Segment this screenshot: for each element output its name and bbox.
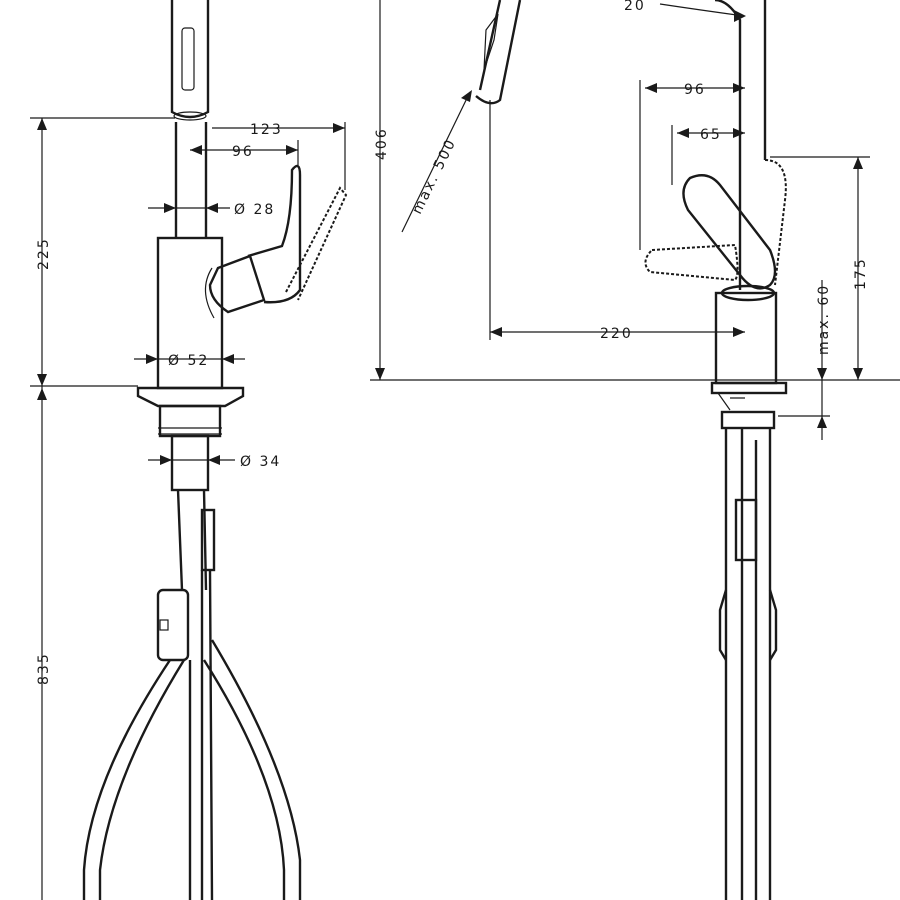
- dim-96-side: 96: [684, 82, 706, 98]
- dim-max-60: max. 60: [816, 284, 832, 355]
- dim-96: 96: [232, 144, 254, 160]
- dim-406: 406: [374, 127, 390, 160]
- hose-connector: [200, 508, 216, 572]
- side-dimensions: 406 20 max. 500 96 65 220 175 max. 60: [370, 0, 900, 440]
- spout-arc: [714, 0, 767, 290]
- dim-225: 225: [36, 237, 52, 270]
- front-dimensions: 225 835 123 96 Ø 28 Ø 52 Ø 34: [30, 117, 346, 900]
- dim-175: 175: [853, 257, 869, 290]
- supply-hoses: [176, 489, 208, 591]
- dim-20: 20: [624, 0, 646, 14]
- side-nut: [720, 410, 776, 430]
- dim-65: 65: [700, 127, 722, 143]
- spray-head: [170, 0, 210, 119]
- shank: [170, 434, 210, 492]
- side-base-plate: [710, 381, 788, 395]
- dim-835: 835: [36, 652, 52, 685]
- hose-weight: [156, 588, 190, 662]
- base-plate: [136, 386, 245, 408]
- dim-max-500: max. 500: [409, 136, 459, 217]
- dim-123: 123: [250, 122, 283, 138]
- handle-base: [208, 254, 266, 314]
- front-view: [82, 0, 348, 900]
- spray-nozzle: [173, 111, 207, 121]
- dim-220: 220: [600, 326, 633, 342]
- dim-diameter-52: Ø 52: [168, 353, 209, 369]
- hose-loop-right: [202, 639, 302, 900]
- spout-tube: [174, 122, 208, 238]
- mounting-nut: [158, 404, 222, 438]
- dim-diameter-28: Ø 28: [234, 202, 275, 218]
- handle-lever: [247, 164, 302, 304]
- side-handle-open-outline: [644, 159, 787, 286]
- side-connector: [734, 498, 758, 562]
- side-shank-hoses: [724, 428, 772, 900]
- side-view: [475, 0, 788, 900]
- spray-slot: [181, 27, 195, 91]
- handle-open-outline: [285, 186, 348, 301]
- side-handle: [682, 174, 777, 290]
- hose-loop-left: [82, 659, 186, 900]
- dim-diameter-34: Ø 34: [240, 454, 281, 470]
- hose-lines: [188, 569, 214, 900]
- side-body: [714, 291, 778, 385]
